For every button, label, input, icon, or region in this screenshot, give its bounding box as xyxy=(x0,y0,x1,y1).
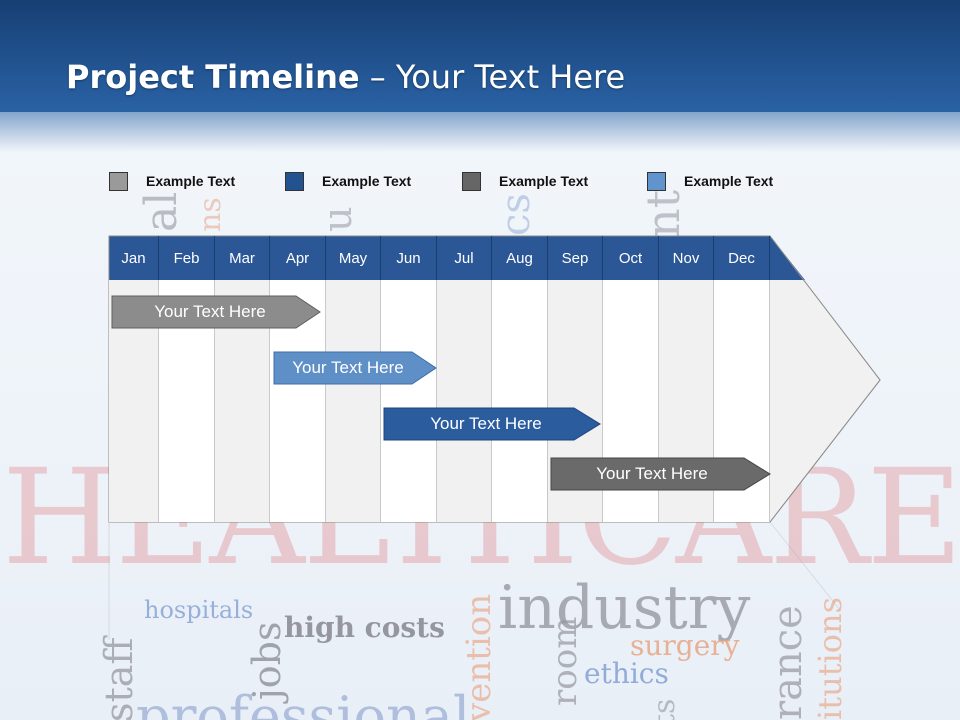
task-arrow-2[interactable] xyxy=(273,351,437,385)
bg-word-hospitals: hospitals xyxy=(144,596,254,624)
timeline-header-strip xyxy=(109,236,805,280)
month-label-jan: Jan xyxy=(109,236,159,280)
timeline-arrow-tip xyxy=(770,280,880,522)
task-arrow-4[interactable] xyxy=(550,457,771,491)
legend-item-4: Example Text xyxy=(647,170,773,192)
legend-label-2: Example Text xyxy=(322,173,412,189)
legend-swatch-2 xyxy=(285,171,304,191)
title-bold: Project Timeline xyxy=(66,58,360,96)
bg-word-high-costs: high costs xyxy=(284,611,445,644)
bg-word-professional: professional xyxy=(136,685,471,720)
legend-label-4: Example Text xyxy=(684,173,774,189)
header-band xyxy=(0,0,960,112)
legend-swatch-3 xyxy=(462,171,481,191)
legend-item-1: Example Text xyxy=(109,170,235,192)
timeline-reflection-right xyxy=(769,521,841,611)
month-label-may: May xyxy=(326,236,381,280)
month-label-aug: Aug xyxy=(492,236,548,280)
task-label-3: Your Text Here xyxy=(430,414,542,433)
month-label-jun: Jun xyxy=(381,236,437,280)
bg-word-industry: industry xyxy=(498,573,751,643)
legend-item-2: Example Text xyxy=(285,170,411,192)
task-label-4: Your Text Here xyxy=(596,464,708,483)
month-label-feb: Feb xyxy=(159,236,215,280)
task-label-2: Your Text Here xyxy=(292,358,404,377)
legend-item-3: Example Text xyxy=(462,170,588,192)
task-label-1: Your Text Here xyxy=(154,302,266,321)
legend-swatch-4 xyxy=(647,171,666,191)
month-label-dec: Dec xyxy=(714,236,770,280)
month-column-jun xyxy=(381,280,437,522)
month-header: Jan Feb Mar Apr May Jun Jul Aug Sep Oct … xyxy=(109,236,805,280)
month-label-apr: Apr xyxy=(270,236,326,280)
month-label-oct: Oct xyxy=(603,236,659,280)
month-label-sep: Sep xyxy=(548,236,603,280)
header-fade xyxy=(0,112,960,152)
title-rest: – Your Text Here xyxy=(359,58,626,96)
legend-label-1: Example Text xyxy=(146,173,236,189)
month-column-jul xyxy=(437,280,492,522)
month-label-nov: Nov xyxy=(659,236,714,280)
legend-swatch-1 xyxy=(109,171,128,191)
bg-word-surgery: surgery xyxy=(630,629,740,662)
bg-word-ethics: ethics xyxy=(584,657,669,690)
legend-label-3: Example Text xyxy=(499,173,589,189)
task-arrow-3[interactable] xyxy=(383,407,601,441)
month-label-jul: Jul xyxy=(437,236,492,280)
page-title: Project Timeline – Your Text Here xyxy=(66,58,625,96)
month-column-aug xyxy=(492,280,548,522)
task-arrow-1[interactable] xyxy=(111,295,321,329)
month-label-mar: Mar xyxy=(215,236,270,280)
month-column-may xyxy=(326,280,381,522)
